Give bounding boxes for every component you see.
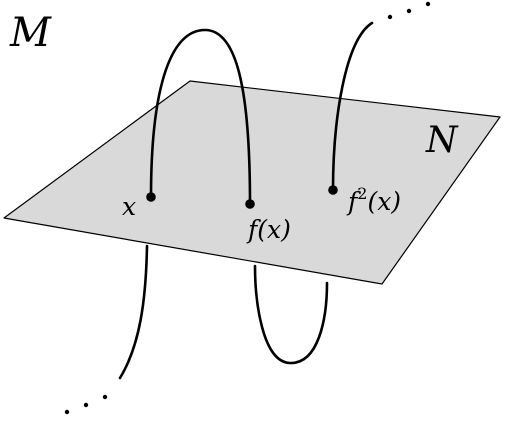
label-f-x: f(x)	[246, 215, 291, 244]
point-f2-x	[328, 185, 338, 195]
curve-left-lower	[118, 244, 149, 380]
curve-right-upper	[331, 21, 374, 192]
label-f2-x: f2(x)	[346, 184, 401, 216]
ellipsis-dots	[64, 1, 431, 415]
ellipsis-bottom-dot	[64, 409, 70, 415]
ellipsis-top-dot	[387, 14, 393, 20]
label-f2-base: f	[346, 187, 361, 216]
point-x	[146, 192, 156, 202]
label-f2-arg: (x)	[367, 187, 401, 216]
label-f2-exponent: 2	[357, 184, 367, 203]
upper-curves	[149, 21, 374, 206]
ellipsis-top-dot	[406, 8, 412, 14]
lower-curves	[118, 244, 329, 380]
ellipsis-top-dot	[425, 1, 431, 7]
ellipsis-bottom-dot	[102, 394, 108, 400]
point-f-x	[245, 199, 255, 209]
curve-middle-lower-loop	[253, 264, 329, 365]
ellipsis-bottom-dot	[83, 402, 89, 408]
label-N: N	[425, 120, 459, 161]
plane-N	[3, 80, 501, 285]
orbit-points	[146, 185, 338, 209]
label-x: x	[122, 192, 136, 221]
label-M: M	[9, 10, 52, 56]
curve-arch	[149, 28, 252, 206]
